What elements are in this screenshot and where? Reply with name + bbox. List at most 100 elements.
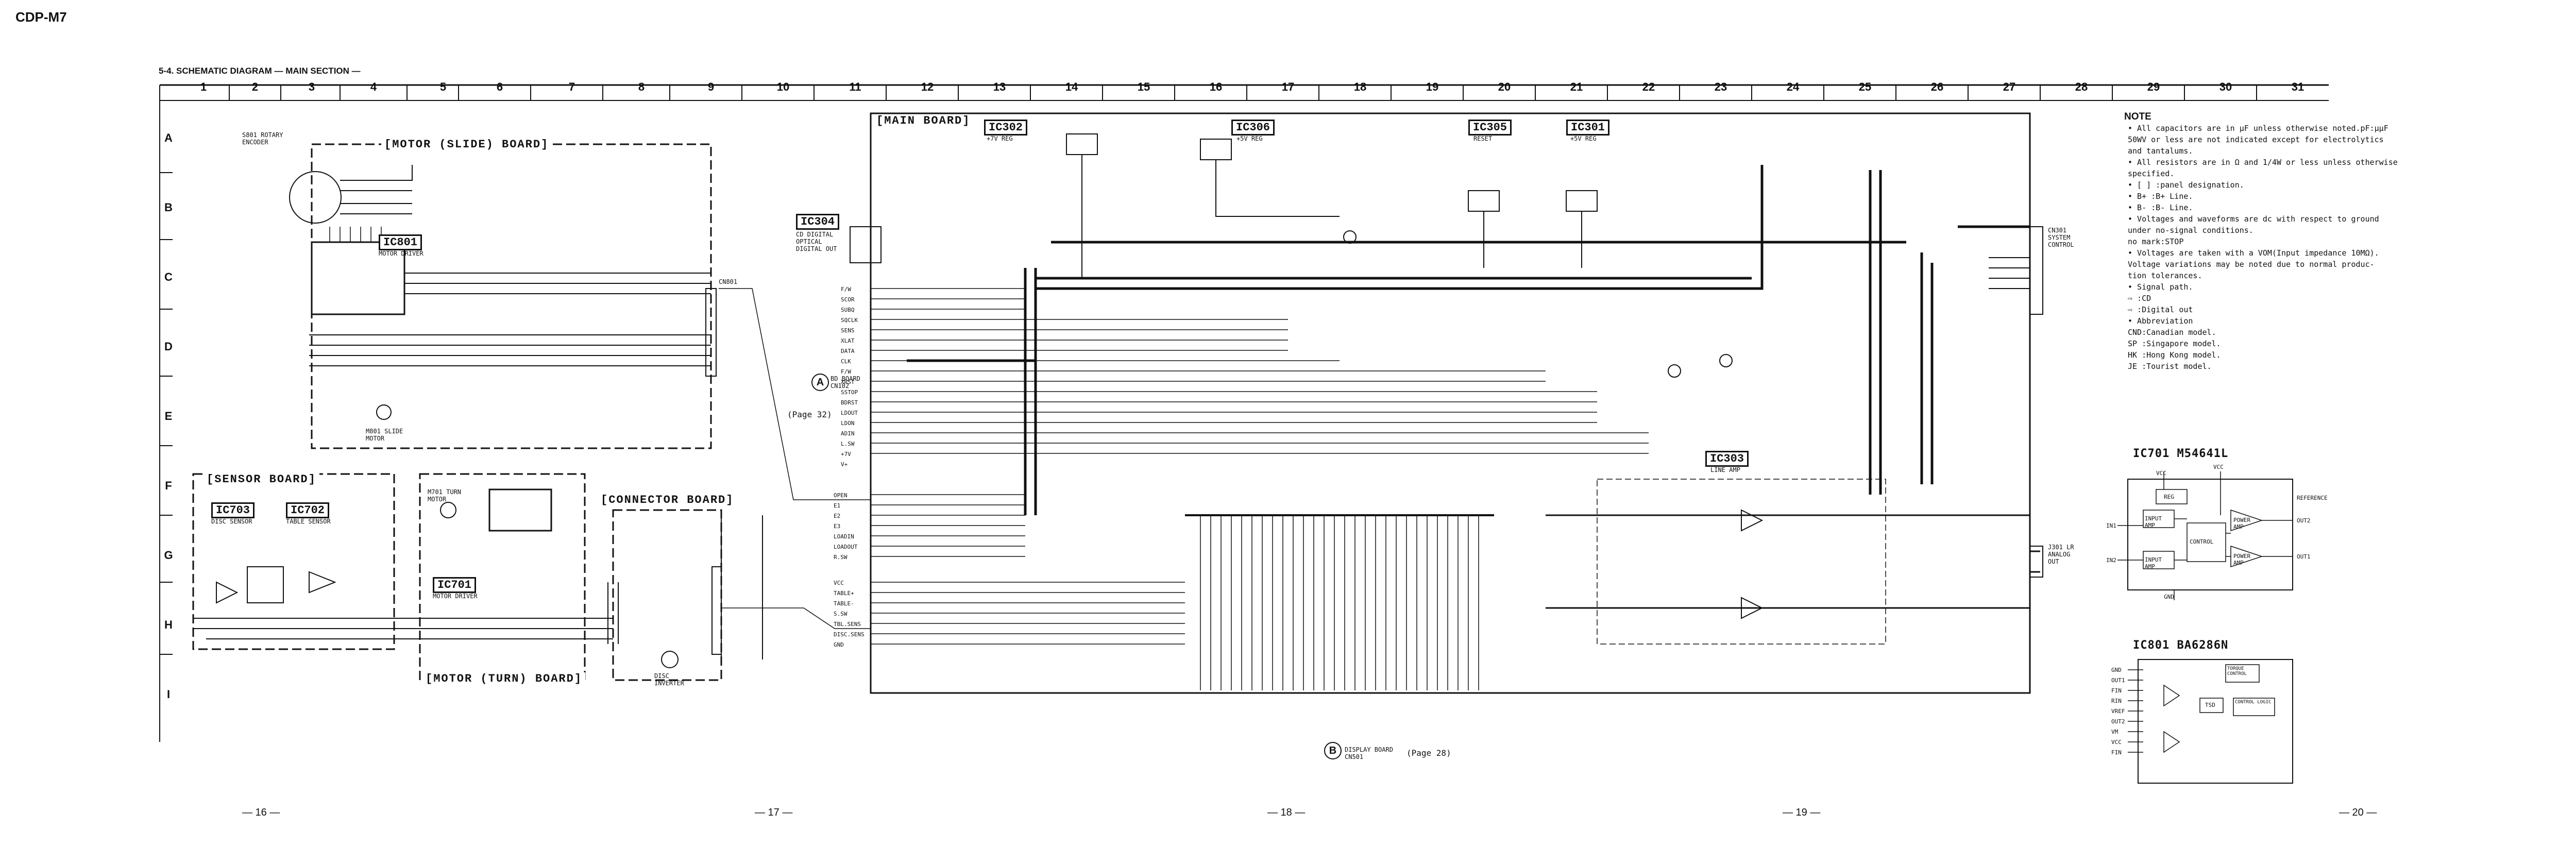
col-label: 20 xyxy=(1498,80,1511,93)
ref-a-text: BD BOARD CN102 xyxy=(831,375,860,390)
page-number: — 20 — xyxy=(2339,807,2377,818)
signal-label: SCOR xyxy=(841,296,855,303)
board-title-connector: [CONNECTOR BOARD] xyxy=(598,494,737,506)
j301-label: J301 LR ANALOG OUT xyxy=(2048,544,2074,565)
row-label: C xyxy=(164,270,173,283)
ic302-desc: +7V REG xyxy=(987,135,1013,142)
ic701-reference-label: REFERENCE xyxy=(2297,495,2328,501)
ic801-pin-label: VREF xyxy=(2111,708,2125,715)
ic801-label: IC801 xyxy=(379,234,422,250)
note-line: • Abbreviation xyxy=(2128,316,2193,326)
ic302-label: IC302 xyxy=(984,120,1028,136)
signal-label: DISC.SENS xyxy=(834,631,865,638)
ic701-label: IC701 xyxy=(433,577,477,593)
ic701-power-amp: POWER AMP xyxy=(2233,553,2251,566)
ic303-desc: LINE AMP xyxy=(1710,466,1740,473)
ic801-pin-label: OUT1 xyxy=(2111,677,2125,684)
note-line: • All capacitors are in μF unless otherw… xyxy=(2128,124,2388,133)
signal-label: CLK xyxy=(841,358,851,365)
ic305-desc: RESET xyxy=(1473,135,1493,142)
col-label: 9 xyxy=(707,80,715,93)
signal-label: E1 xyxy=(834,502,841,509)
row-label: F xyxy=(165,479,172,492)
col-label: 5 xyxy=(439,80,447,93)
col-label: 31 xyxy=(2291,80,2304,93)
signal-label: LDON xyxy=(841,420,855,427)
ref-b-text: DISPLAY BOARD CN501 xyxy=(1345,746,1393,760)
board-title-motor-turn: [MOTOR (TURN) BOARD] xyxy=(422,672,586,685)
col-label: 16 xyxy=(1209,80,1223,93)
ic801-pin-label: FIN xyxy=(2111,687,2122,694)
ic801-logic-block: CONTROL LOGIC xyxy=(2235,700,2272,705)
ic801-tsd-block: TSD xyxy=(2205,702,2215,708)
ref-a-circle: A xyxy=(811,374,829,391)
col-label: 14 xyxy=(1065,80,1078,93)
ic701-in2-label: IN2 xyxy=(2106,557,2116,564)
ic304-label: IC304 xyxy=(796,214,840,230)
col-label: 15 xyxy=(1137,80,1150,93)
ic306-label: IC306 xyxy=(1231,120,1275,136)
col-label: 24 xyxy=(1786,80,1800,93)
section-title: 5-4. SCHEMATIC DIAGRAM — MAIN SECTION — xyxy=(159,66,361,76)
row-label: B xyxy=(164,201,173,214)
note-line: • [ ] :panel designation. xyxy=(2128,180,2244,190)
col-label: 2 xyxy=(251,80,259,93)
signal-label: LOADOUT xyxy=(834,544,858,550)
model-name: CDP-M7 xyxy=(15,9,67,25)
ic701-in1-label: IN1 xyxy=(2106,522,2116,529)
signal-label: V+ xyxy=(841,461,848,468)
note-line: JE :Tourist model. xyxy=(2128,362,2212,371)
page-number: — 19 — xyxy=(1783,807,1821,818)
col-label: 4 xyxy=(370,80,377,93)
signal-label: VCC xyxy=(834,580,844,586)
signal-label: F/W xyxy=(841,286,851,293)
signal-label: E3 xyxy=(834,523,841,530)
note-line: CND:Canadian model. xyxy=(2128,328,2216,337)
ref-a-page: (Page 32) xyxy=(787,410,832,419)
ic701-vcc-label: VCC xyxy=(2156,470,2166,477)
ic701-input-amp: INPUT AMP xyxy=(2145,556,2162,570)
col-label: 19 xyxy=(1426,80,1439,93)
ic701-control-block: CONTROL xyxy=(2190,538,2214,545)
signal-label: TABLE+ xyxy=(834,590,854,597)
ic702-desc: TABLE SENSOR xyxy=(286,518,331,525)
ic801-pin-label: RIN xyxy=(2111,698,2122,704)
signal-label: R.SW xyxy=(834,554,848,561)
ic305-label: IC305 xyxy=(1468,120,1512,136)
note-line: • Voltages are taken with a VOM(Input im… xyxy=(2128,248,2379,258)
col-label: 12 xyxy=(921,80,934,93)
signal-label: DATA xyxy=(841,348,855,354)
note-line: ⇨ :CD xyxy=(2128,294,2151,303)
cn301-label: CN301 SYSTEM CONTROL xyxy=(2048,227,2074,248)
signal-label: SQCLK xyxy=(841,317,858,324)
signal-label: SENS xyxy=(841,327,855,334)
s801-label: S801 ROTARY ENCODER xyxy=(242,131,283,146)
col-label: 18 xyxy=(1353,80,1367,93)
ic801-pin-label: VCC xyxy=(2111,739,2122,746)
board-title-sensor: [SENSOR BOARD] xyxy=(204,473,319,486)
ic703-label: IC703 xyxy=(211,502,255,518)
col-label: 22 xyxy=(1642,80,1655,93)
col-label: 27 xyxy=(2003,80,2016,93)
note-line: under no-signal conditions. xyxy=(2128,226,2253,235)
ic801-block-title: IC801 BA6286N xyxy=(2133,639,2229,652)
ic304-desc: CD DIGITAL OPTICAL DIGITAL OUT xyxy=(796,231,837,252)
note-line: Voltage variations may be noted due to n… xyxy=(2128,260,2375,269)
signal-label: BDRST xyxy=(841,399,858,406)
ic801-pin-label: GND xyxy=(2111,667,2122,673)
q701-label: DISC INVERTER xyxy=(654,672,684,687)
row-label: D xyxy=(164,340,173,353)
col-label: 10 xyxy=(776,80,790,93)
signal-label: XLAT xyxy=(841,337,855,344)
signal-label: XRST xyxy=(841,379,855,385)
ic701-block-title: IC701 M54641L xyxy=(2133,447,2229,460)
row-label: H xyxy=(164,618,173,631)
note-line: • B- :B- Line. xyxy=(2128,203,2193,212)
ic801-pin-label: OUT2 xyxy=(2111,718,2125,725)
page-number: — 16 — xyxy=(242,807,280,818)
col-label: 11 xyxy=(849,80,861,93)
ic801-desc: MOTOR DRIVER xyxy=(379,250,423,257)
signal-label: LOADIN xyxy=(834,533,854,540)
note-line: SP :Singapore model. xyxy=(2128,339,2221,348)
